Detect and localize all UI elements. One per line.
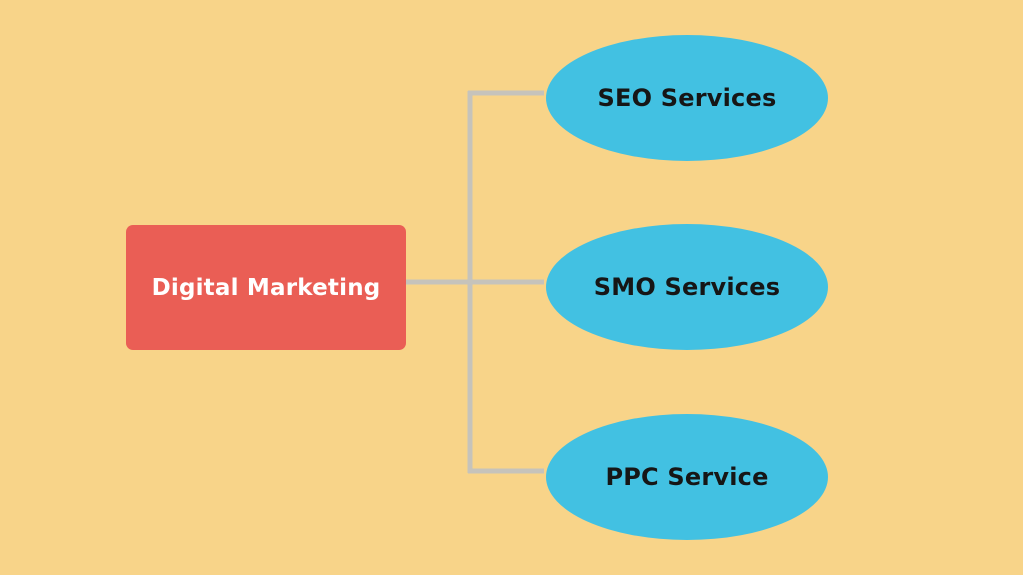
child-node-ppc-service: PPC Service: [546, 414, 828, 540]
root-node-digital-marketing: Digital Marketing: [126, 225, 406, 350]
child-node-label: PPC Service: [605, 463, 769, 491]
child-node-smo-services: SMO Services: [546, 224, 828, 350]
child-node-label: SEO Services: [597, 84, 777, 112]
root-node-label: Digital Marketing: [151, 274, 381, 301]
child-node-seo-services: SEO Services: [546, 35, 828, 161]
child-node-label: SMO Services: [593, 273, 781, 301]
